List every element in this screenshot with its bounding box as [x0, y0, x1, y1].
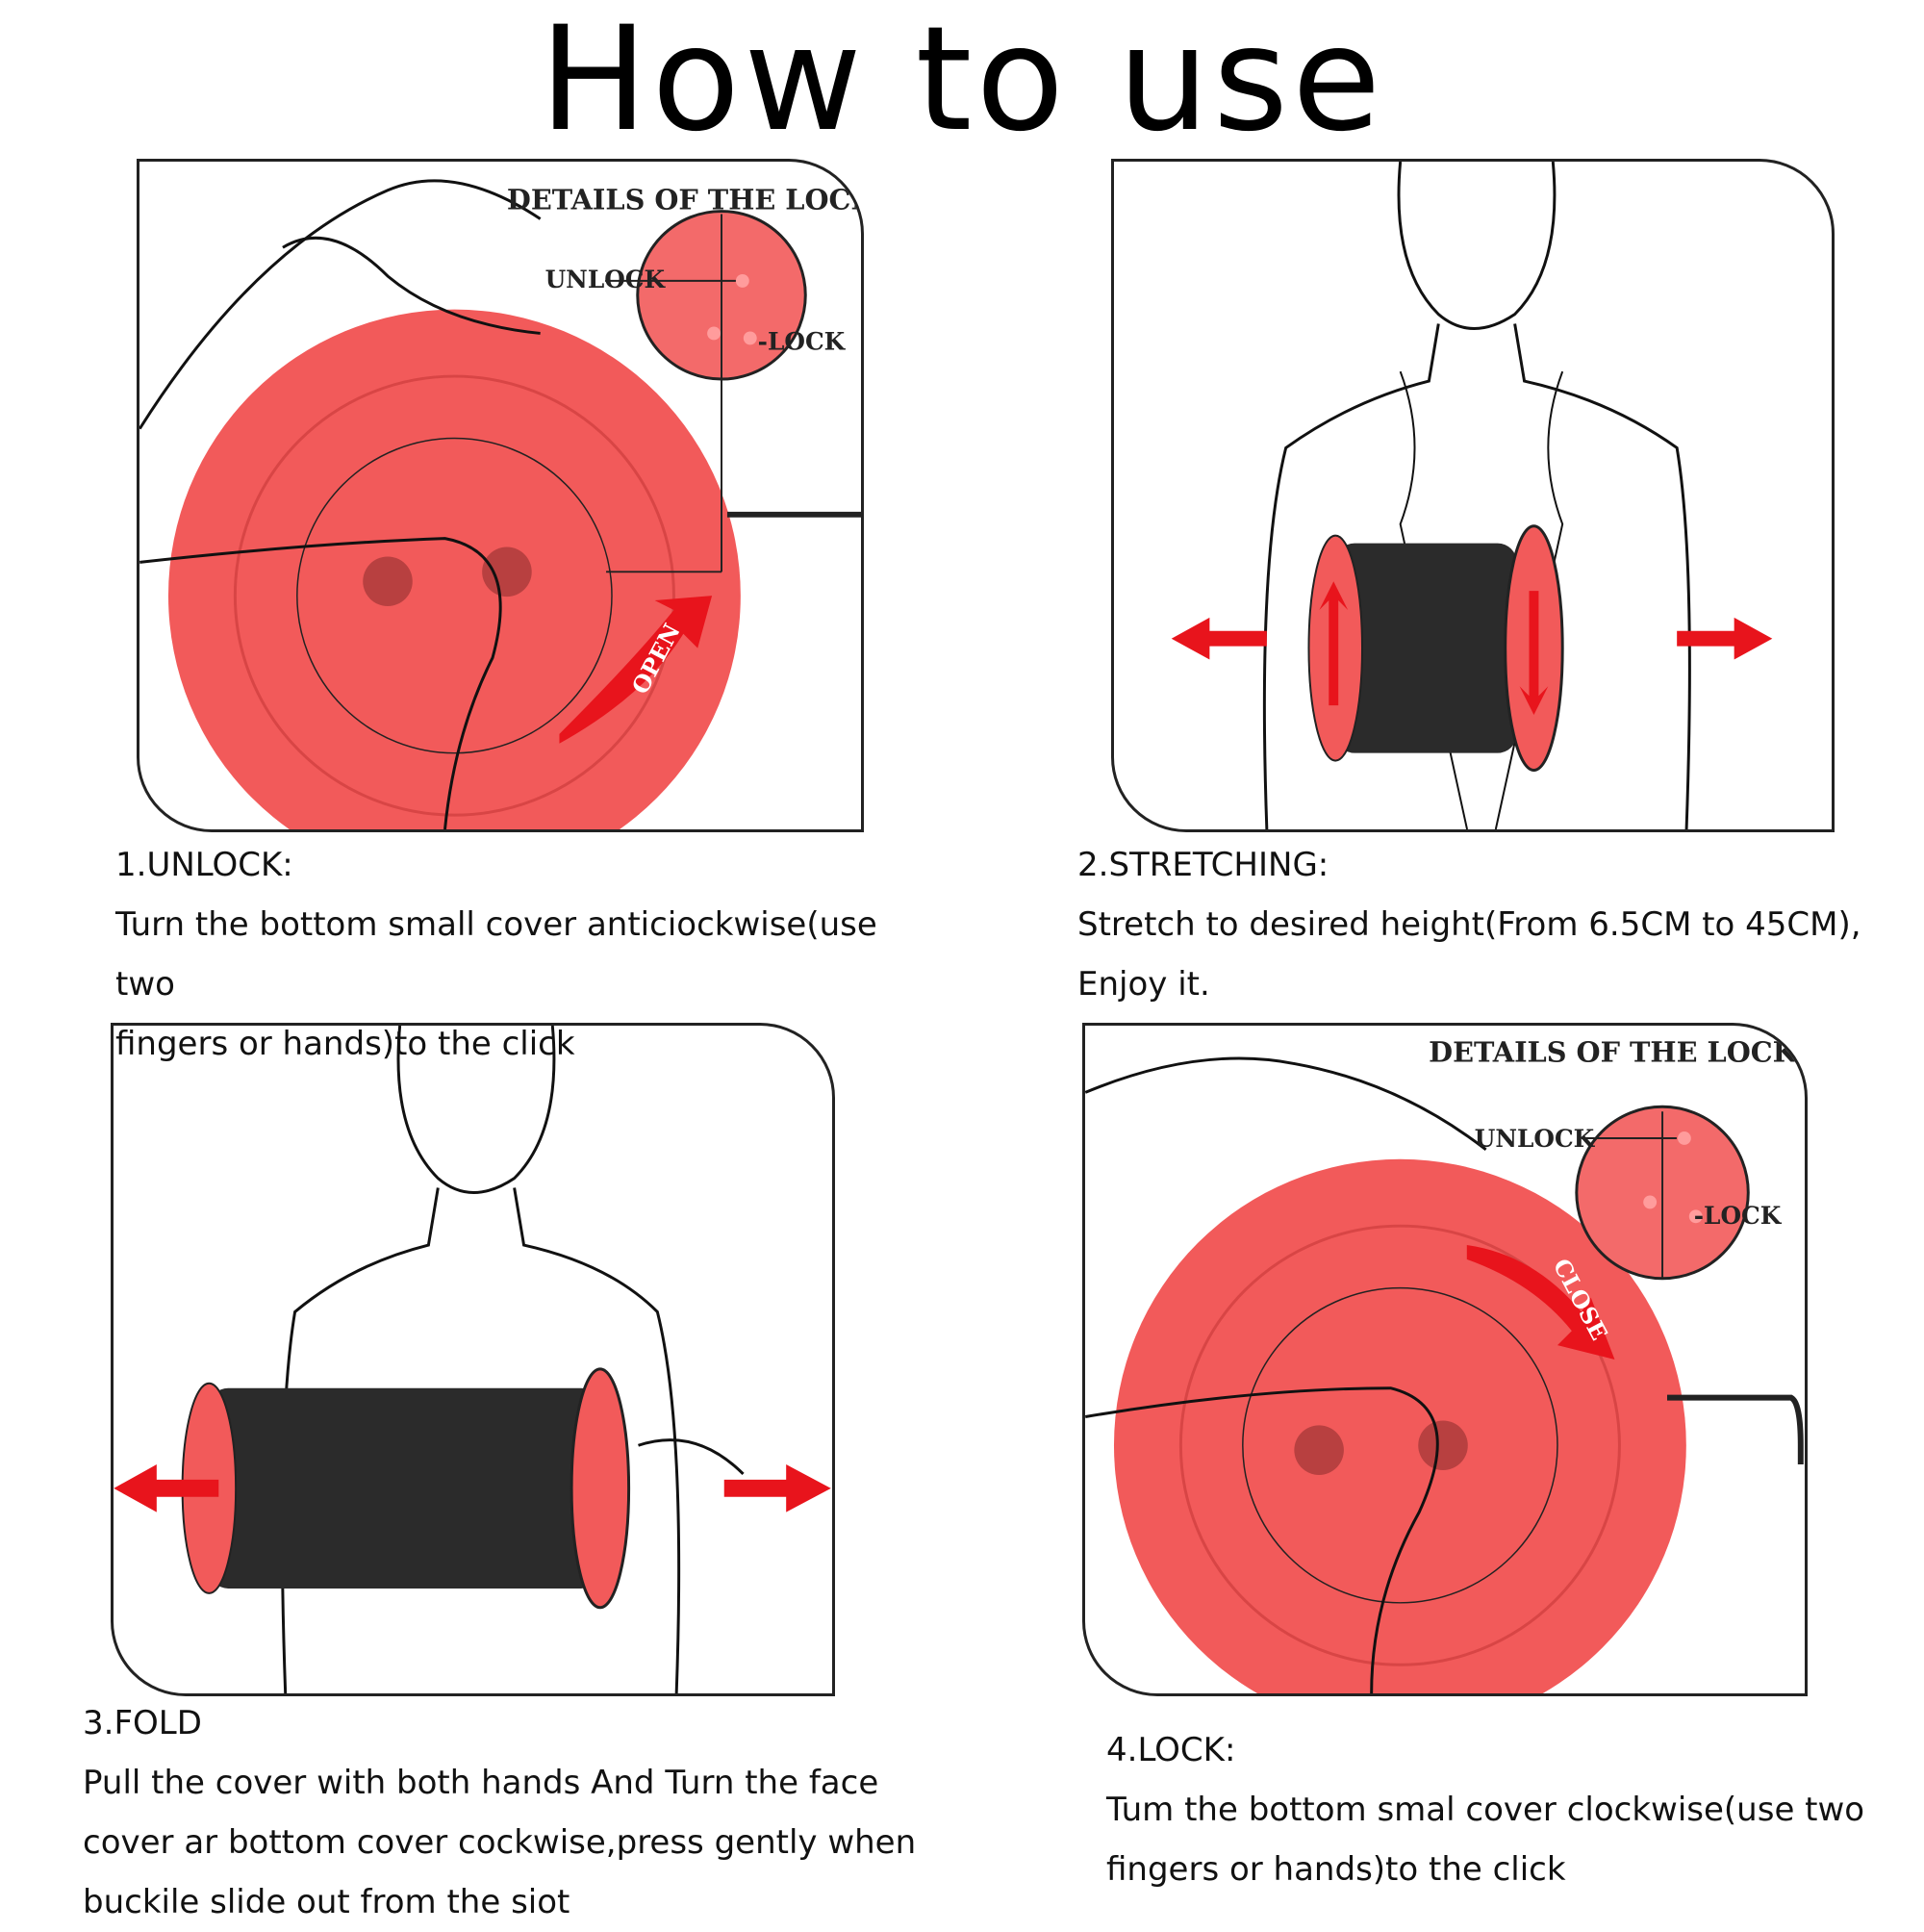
step-heading: 3.FOLD	[83, 1704, 202, 1742]
step-1-text: 1.UNLOCK: Turn the bottom small cover an…	[115, 835, 943, 1074]
step-heading: 4.LOCK:	[1106, 1731, 1236, 1769]
step-line: Turn the bottom small cover anticiockwis…	[115, 905, 877, 1004]
step-line: Enjoy it.	[1077, 965, 1210, 1004]
step-line: Pull the cover with both hands And Turn …	[83, 1764, 879, 1802]
fold-illustration	[114, 1026, 831, 1693]
step-2-text: 2.STRETCHING: Stretch to desired height(…	[1077, 835, 1905, 1014]
panel-unlock-illustration: OPEN DETAILS OF THE LOCK UNLOCK -LOCK	[137, 159, 864, 832]
stretching-illustration	[1171, 162, 1773, 829]
lock-label: -LOCK	[1694, 1202, 1783, 1230]
arrow-left-icon	[114, 1464, 219, 1513]
panel-stretching-illustration	[1111, 159, 1835, 832]
step-heading: 2.STRETCHING:	[1077, 846, 1329, 884]
stool-body-black	[209, 1387, 600, 1589]
page-title: How to use	[539, 0, 1385, 164]
step-3-text: 3.FOLD Pull the cover with both hands An…	[83, 1693, 949, 1932]
lock-details-title: DETAILS OF THE LOCK	[1429, 1036, 1797, 1069]
unlock-label: UNLOCK	[1475, 1125, 1596, 1153]
person-head	[1397, 162, 1557, 330]
step-line: Tum the bottom smal cover clockwise(use …	[1106, 1791, 1865, 1829]
step-line: fingers or hands)to the click	[1106, 1850, 1566, 1889]
unlock-label: UNLOCK	[545, 266, 667, 293]
person-head	[396, 1026, 556, 1194]
arrow-right-icon	[723, 1464, 831, 1513]
lock-details-title: DETAILS OF THE LOCK	[507, 184, 861, 216]
close-arrow-icon	[1466, 1245, 1615, 1360]
unlock-illustration: OPEN DETAILS OF THE LOCK UNLOCK -LOCK	[139, 179, 861, 829]
step-line: Stretch to desired height(From 6.5CM to …	[1077, 905, 1861, 944]
stool-body-black	[1335, 543, 1517, 753]
step-line: fingers or hands)to the click	[115, 1025, 575, 1063]
lock-illustration: CLOSE DETAILS OF THE LOCK UNLOCK -LOCK	[1085, 1036, 1804, 1693]
lock-label: -LOCK	[758, 327, 847, 355]
stool-top-disc	[168, 309, 741, 829]
arrow-left-icon	[1171, 617, 1267, 660]
step-line: cover ar bottom cover cockwise,press gen…	[83, 1823, 917, 1862]
panel-lock-illustration: CLOSE DETAILS OF THE LOCK UNLOCK -LOCK	[1082, 1023, 1808, 1696]
open-arrow-icon	[559, 596, 713, 744]
arrow-right-icon	[1677, 617, 1773, 660]
step-4-text: 4.LOCK: Tum the bottom smal cover clockw…	[1106, 1720, 1914, 1899]
panel-fold-illustration	[111, 1023, 835, 1696]
step-line: buckile slide out from the siot	[83, 1883, 570, 1921]
step-heading: 1.UNLOCK:	[115, 846, 293, 884]
